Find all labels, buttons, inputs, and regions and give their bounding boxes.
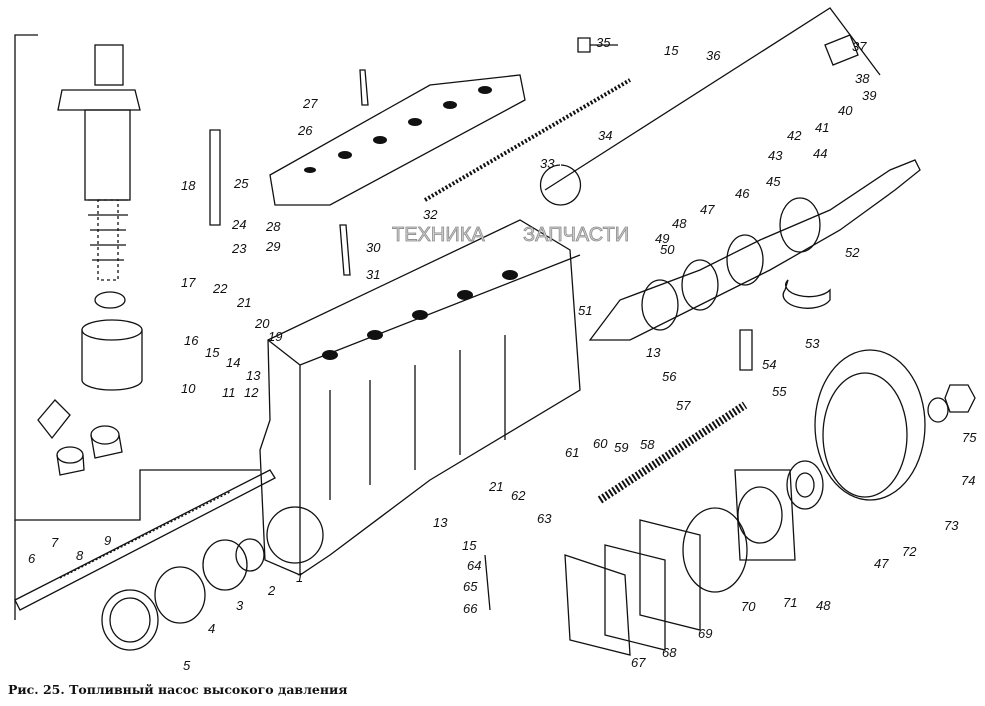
part-label: 28: [266, 219, 281, 234]
part-label: 48: [672, 216, 687, 231]
part-label: 10: [181, 381, 196, 396]
camshaft: [588, 159, 921, 341]
part-label: 13: [646, 345, 661, 360]
part-label: 63: [537, 511, 552, 526]
part-label: 15: [664, 43, 679, 58]
part-label: 9: [104, 533, 112, 548]
pump-body: [259, 219, 581, 576]
part-label: 61: [565, 445, 580, 460]
part-label: 19: [268, 329, 283, 344]
part-label: 56: [662, 369, 677, 384]
part-label: 4: [208, 621, 216, 636]
part-label: 40: [838, 103, 853, 118]
part-label: 55: [772, 384, 787, 399]
part-label: 14: [226, 355, 241, 370]
part-label: 41: [815, 120, 830, 135]
part-label: 48: [816, 598, 831, 613]
part-label: 25: [234, 176, 249, 191]
part-label: 18: [181, 178, 196, 193]
part-label: 23: [232, 241, 247, 256]
plunger-assembly: [37, 44, 143, 476]
part-label: 13: [433, 515, 448, 530]
part-label: 65: [463, 579, 478, 594]
part-label: 75: [962, 430, 977, 445]
part-label: 26: [298, 123, 313, 138]
part-label: 66: [463, 601, 478, 616]
part-label: 73: [944, 518, 959, 533]
part-label: 34: [598, 128, 613, 143]
part-label: 16: [184, 333, 199, 348]
part-label: 60: [593, 436, 608, 451]
part-label: 12: [244, 385, 259, 400]
part-label: 68: [662, 645, 677, 660]
part-label: 3: [236, 598, 244, 613]
part-label: 15: [462, 538, 477, 553]
part-label: 57: [676, 398, 691, 413]
part-label: 6: [28, 551, 36, 566]
part-label: 72: [902, 544, 917, 559]
figure-caption: Рис. 25. Топливный насос высокого давлен…: [8, 682, 348, 697]
part-label: 17: [181, 275, 196, 290]
part-label: 15: [205, 345, 220, 360]
part-label: 35: [596, 35, 611, 50]
part-label: 20: [255, 316, 270, 331]
part-label: 67: [631, 655, 646, 670]
part-label: 71: [783, 595, 798, 610]
part-label: 59: [614, 440, 629, 455]
watermark-left: ТЕХНИКА: [392, 224, 486, 247]
part-label: 8: [76, 548, 84, 563]
part-label: 50: [660, 242, 675, 257]
part-label: 64: [467, 558, 482, 573]
pulley: [814, 349, 926, 501]
part-label: 53: [805, 336, 820, 351]
part-label: 42: [787, 128, 802, 143]
part-label: 31: [366, 267, 381, 282]
part-label: 13: [246, 368, 261, 383]
part-label: 37: [852, 39, 867, 54]
part-label: 21: [237, 295, 252, 310]
part-label: 39: [862, 88, 877, 103]
plunger-frame: [14, 34, 260, 521]
part-label: 54: [762, 357, 777, 372]
part-label: 33: [540, 156, 555, 171]
part-label: 58: [640, 437, 655, 452]
part-label: 46: [735, 186, 750, 201]
rack: [14, 469, 276, 611]
part-label: 2: [268, 583, 276, 598]
part-label: 69: [698, 626, 713, 641]
part-label: 5: [183, 658, 191, 673]
part-label: 29: [266, 239, 281, 254]
part-label: 52: [845, 245, 860, 260]
part-label: 43: [768, 148, 783, 163]
part-label: 49: [655, 231, 670, 246]
part-label: 51: [578, 303, 593, 318]
part-label: 24: [232, 217, 247, 232]
cover: [269, 74, 526, 206]
part-label: 38: [855, 71, 870, 86]
part-label: 45: [766, 174, 781, 189]
part-label: 32: [423, 207, 438, 222]
part-label: 74: [961, 473, 976, 488]
part-label: 47: [874, 556, 889, 571]
part-label: 1: [296, 570, 304, 585]
part-label: 30: [366, 240, 381, 255]
part-label: 27: [303, 96, 318, 111]
part-label: 62: [511, 488, 526, 503]
part-label: 47: [700, 202, 715, 217]
part-label: 36: [706, 48, 721, 63]
watermark-right: ЗАПЧАСТИ: [523, 224, 630, 247]
part-label: 11: [222, 385, 236, 400]
part-label: 7: [51, 535, 59, 550]
part-label: 70: [741, 599, 756, 614]
part-label: 22: [213, 281, 228, 296]
part-label: 44: [813, 146, 828, 161]
part-label: 21: [489, 479, 504, 494]
